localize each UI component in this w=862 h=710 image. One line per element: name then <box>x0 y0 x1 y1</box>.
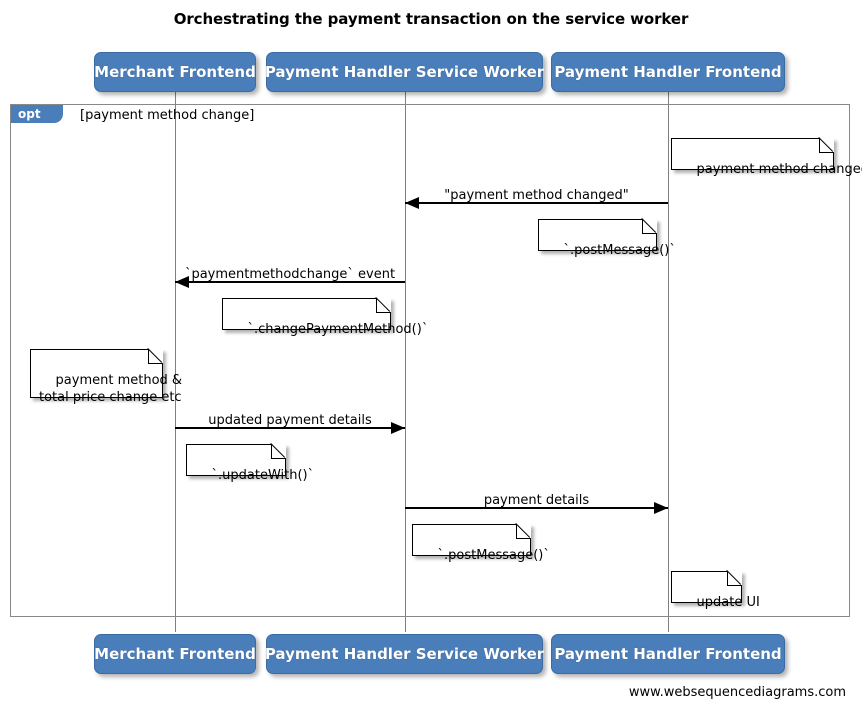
note-payment-method-changed: payment method changed <box>671 138 862 177</box>
note-text: payment method changed <box>696 162 862 177</box>
message-line-0 <box>405 202 668 204</box>
participant-top-merchant[interactable]: Merchant Frontend <box>94 52 256 92</box>
note-text: `.postMessage()` <box>563 243 676 258</box>
participant-label: Payment Handler Service Worker <box>264 63 545 81</box>
footer-credit: www.websequencediagrams.com <box>628 685 846 700</box>
participant-bottom-merchant[interactable]: Merchant Frontend <box>94 634 256 674</box>
participant-label: Payment Handler Service Worker <box>264 645 545 663</box>
note-text: `.changePaymentMethod()` <box>247 322 429 337</box>
message-line-1 <box>175 281 405 283</box>
note-text: `.postMessage()` <box>437 548 550 563</box>
message-arrowhead-3 <box>654 502 668 514</box>
note-text: `.updateWith()` <box>211 468 315 483</box>
participant-bottom-service-worker[interactable]: Payment Handler Service Worker <box>264 634 545 674</box>
message-label-3: payment details <box>483 493 590 508</box>
note-fold-icon <box>271 444 286 459</box>
note-postmessage-2: `.postMessage()` <box>412 524 550 563</box>
opt-fragment-guard: [payment method change] <box>80 108 255 123</box>
note-fold-icon <box>819 138 834 153</box>
note-changepaymentmethod: `.changePaymentMethod()` <box>222 298 428 337</box>
opt-fragment-tab: opt <box>11 105 63 123</box>
note-updatewith: `.updateWith()` <box>186 444 314 483</box>
participant-label: Merchant Frontend <box>94 63 256 81</box>
participant-label: Merchant Frontend <box>94 645 256 663</box>
note-postmessage-1: `.postMessage()` <box>538 219 676 258</box>
note-fold-icon <box>376 298 391 313</box>
participant-bottom-payment-handler-frontend[interactable]: Payment Handler Frontend <box>551 634 785 674</box>
opt-fragment-box <box>10 104 850 617</box>
message-arrowhead-1 <box>175 276 189 288</box>
message-line-3 <box>405 507 668 509</box>
message-arrowhead-2 <box>391 422 405 434</box>
diagram-title: Orchestrating the payment transaction on… <box>173 10 689 28</box>
message-arrowhead-0 <box>405 197 419 209</box>
note-text: update UI <box>696 595 760 610</box>
message-label-2: updated payment details <box>208 413 372 428</box>
participant-label: Payment Handler Frontend <box>554 645 782 663</box>
note-fold-icon <box>642 219 657 234</box>
note-text: payment method & total price change etc <box>39 373 183 405</box>
lifeline-payment-handler-frontend <box>668 92 669 632</box>
note-fold-icon <box>148 349 163 364</box>
participant-top-payment-handler-frontend[interactable]: Payment Handler Frontend <box>551 52 785 92</box>
lifeline-merchant <box>175 92 176 632</box>
participant-top-service-worker[interactable]: Payment Handler Service Worker <box>264 52 545 92</box>
message-label-0: "payment method changed" <box>444 188 629 203</box>
note-payment-method-total-price: payment method & total price change etc <box>30 349 182 405</box>
lifeline-service-worker <box>405 92 406 632</box>
participant-label: Payment Handler Frontend <box>554 63 782 81</box>
note-fold-icon <box>727 571 742 586</box>
note-update-ui: update UI <box>671 571 760 610</box>
message-label-1: `paymentmethodchange` event <box>184 267 396 282</box>
note-fold-icon <box>516 524 531 539</box>
message-line-2 <box>175 427 405 429</box>
